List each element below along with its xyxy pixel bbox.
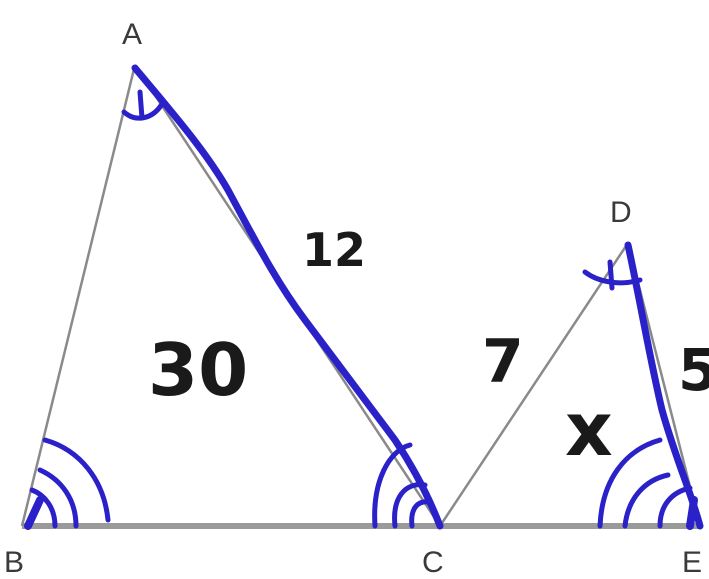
angle-mark-b-3 <box>42 437 111 523</box>
vertex-label-c: C <box>422 546 444 579</box>
side-label-dc: 7 <box>482 327 524 397</box>
angle-mark-b-2 <box>37 467 79 529</box>
angle-mark-c-1 <box>372 442 413 529</box>
angle-mark-e-fill <box>686 496 698 530</box>
vertex-label-e: E <box>682 546 702 579</box>
vertex-label-a: A <box>122 18 142 51</box>
angle-mark-e-3 <box>657 485 693 529</box>
angle-tick-d <box>607 259 615 291</box>
highlight-ac <box>131 64 444 530</box>
angle-mark-c-3 <box>409 499 433 529</box>
edge-ab <box>20 64 137 527</box>
area-label-abc: 30 <box>148 328 248 412</box>
angle-mark-b-fill <box>24 496 44 530</box>
side-label-de: 5 <box>678 336 709 404</box>
vertex-label-b: B <box>4 546 24 579</box>
angle-mark-c-2 <box>392 482 428 529</box>
angle-mark-e-2 <box>622 472 671 529</box>
area-label-dce: x <box>565 387 613 473</box>
highlight-de <box>624 241 704 530</box>
side-label-ac: 12 <box>302 223 366 277</box>
angle-mark-e-1 <box>597 437 663 529</box>
angle-tick-a <box>137 89 145 121</box>
vertex-label-d: D <box>610 196 632 229</box>
edge-dc <box>438 242 630 527</box>
angle-mark-b-1 <box>29 487 58 529</box>
